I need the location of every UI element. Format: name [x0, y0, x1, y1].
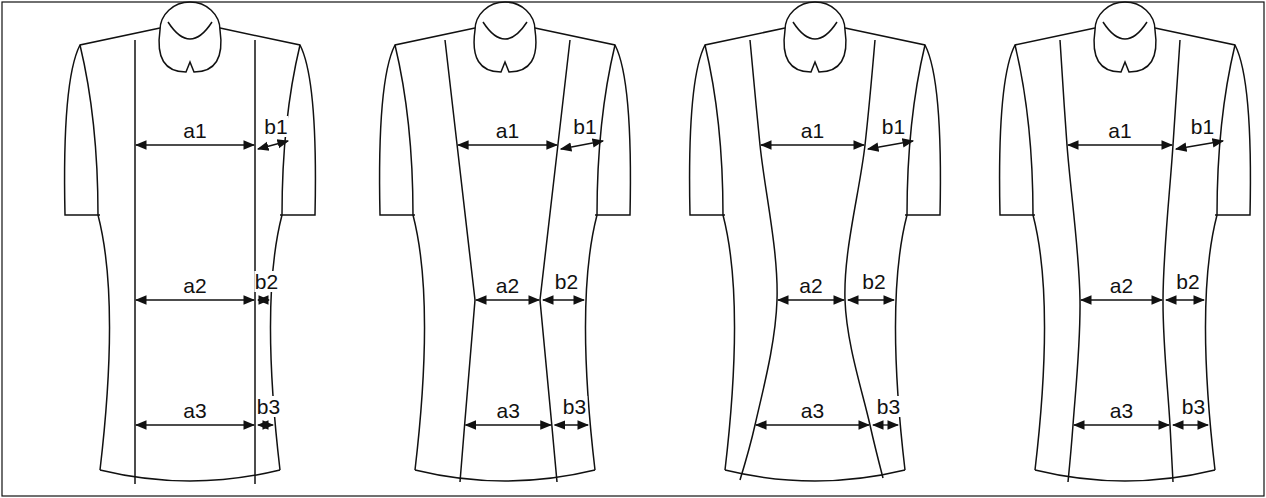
width-dimension: a1: [1107, 120, 1132, 141]
panel-seam: [134, 40, 136, 484]
side-dimension: b3: [876, 396, 901, 417]
dimension-arrow: [466, 424, 551, 425]
left-sleeve: [690, 28, 785, 215]
collar-band: [785, 2, 845, 30]
width-dimension: a1: [495, 120, 520, 141]
dimension-arrow: [555, 424, 588, 425]
dimension-arrow: [136, 424, 254, 425]
collar: [784, 30, 846, 72]
side-dimension: b1: [263, 116, 288, 137]
width-dimension: a2: [495, 275, 520, 296]
panel-seam: [254, 40, 256, 484]
width-dimension: a1: [800, 120, 825, 141]
dimension-arrow: [476, 299, 539, 300]
collar: [1094, 30, 1156, 72]
dimension-arrow: [258, 299, 269, 300]
side-dimension: b3: [256, 396, 281, 417]
left-sleeve: [380, 28, 475, 215]
width-dimension: a3: [182, 400, 207, 421]
side-dimension: b1: [881, 116, 906, 137]
hem: [100, 470, 280, 481]
dimension-arrow: [258, 141, 288, 149]
left-side-seam: [1015, 45, 1045, 470]
panel-seam: [740, 40, 777, 480]
dimension-arrow: [1176, 141, 1223, 149]
side-dimension: b1: [1190, 116, 1215, 137]
garment: [1000, 2, 1251, 482]
dimension-arrow: [848, 299, 894, 300]
dimension-arrow: [868, 141, 913, 149]
left-sleeve: [65, 28, 160, 215]
dimension-arrow: [873, 424, 898, 425]
side-dimension: b2: [254, 271, 279, 292]
width-dimension: a3: [1109, 400, 1134, 421]
side-dimension: b2: [554, 271, 579, 292]
right-sleeve: [535, 28, 630, 215]
right-sleeve: [845, 28, 940, 215]
neckline: [168, 22, 212, 39]
side-dimension: b3: [562, 396, 587, 417]
collar: [474, 30, 536, 72]
panel-seam: [1163, 40, 1180, 482]
right-side-seam: [585, 45, 615, 470]
neckline: [1103, 22, 1147, 39]
dimension-arrow: [1068, 144, 1172, 145]
panel-seam: [1060, 40, 1080, 482]
dimension-arrow: [136, 299, 254, 300]
width-dimension: a2: [182, 275, 207, 296]
right-side-seam: [1205, 45, 1235, 470]
left-side-seam: [395, 45, 425, 470]
collar-band: [1095, 2, 1155, 30]
dimension-arrow: [756, 424, 869, 425]
side-dimension: b3: [1181, 396, 1206, 417]
left-side-seam: [80, 45, 110, 470]
left-side-seam: [705, 45, 735, 470]
side-dimension: b2: [1175, 271, 1200, 292]
collar-band: [160, 2, 220, 30]
garment: [65, 2, 316, 484]
dimension-arrow: [1173, 424, 1208, 425]
width-dimension: a2: [798, 275, 823, 296]
width-dimension: a3: [496, 400, 521, 421]
dimension-arrow: [1074, 424, 1169, 425]
dimension-arrow: [561, 141, 603, 149]
width-dimension: a3: [800, 400, 825, 421]
right-sleeve: [220, 28, 315, 215]
dimension-arrow: [1166, 299, 1204, 300]
dimension-arrow: [543, 299, 584, 300]
dimension-arrow: [458, 144, 557, 145]
garment: [690, 2, 941, 481]
garment: [380, 2, 631, 482]
hem: [1035, 470, 1215, 481]
panel-seam: [445, 40, 475, 482]
neckline: [793, 22, 837, 39]
collar: [159, 30, 221, 72]
neckline: [483, 22, 527, 39]
dimension-arrow: [761, 144, 864, 145]
width-dimension: a1: [182, 120, 207, 141]
dimension-arrow: [136, 144, 254, 145]
dimension-arrow: [778, 299, 844, 300]
hem: [415, 470, 595, 481]
left-sleeve: [1000, 28, 1095, 215]
side-dimension: b1: [572, 116, 597, 137]
collar-band: [475, 2, 535, 30]
hem: [725, 470, 905, 481]
dimension-arrow: [1081, 299, 1162, 300]
width-dimension: a2: [1109, 275, 1134, 296]
dimension-arrow: [258, 424, 273, 425]
side-dimension: b2: [861, 271, 886, 292]
